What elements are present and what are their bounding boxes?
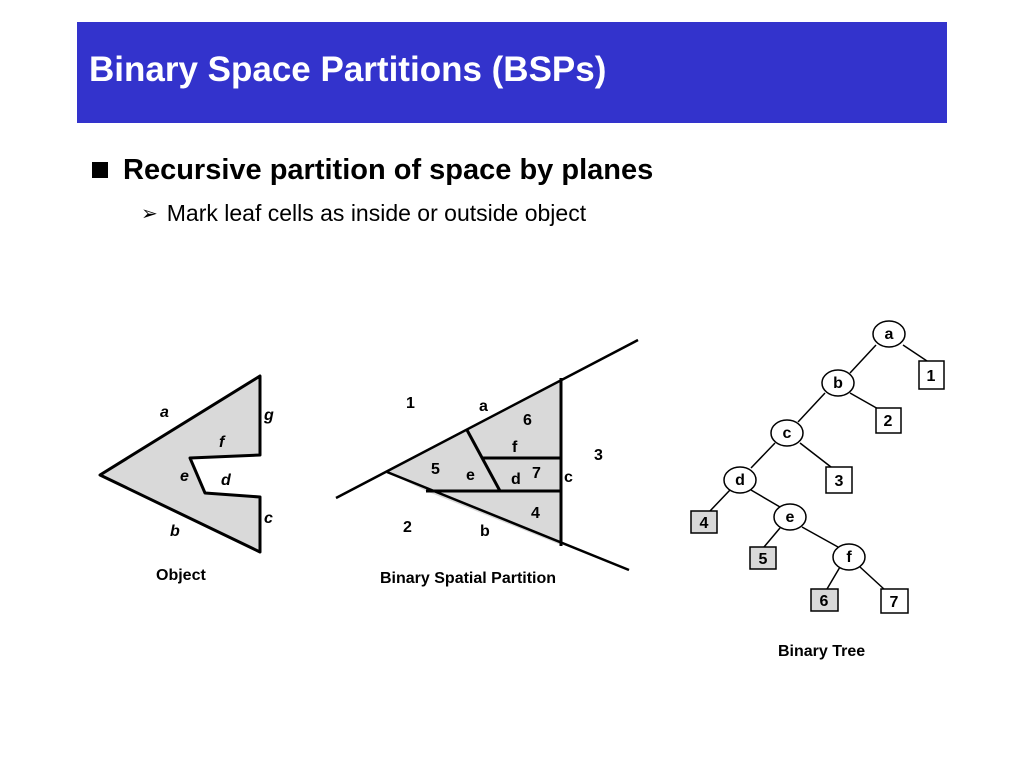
title-bar: Binary Space Partitions (BSPs) [77,22,947,123]
edge-label-b: b [170,523,180,540]
edge-b-c [797,392,826,423]
edge-label-e: e [180,468,189,485]
edge-e-f [801,526,839,548]
tree-leaf-2 [875,407,902,434]
cell-label-4: 4 [531,505,540,522]
tree-node-f [832,543,866,571]
cell-label-1: 1 [406,395,415,412]
bullet-level1: Recursive partition of space by planes [92,150,653,190]
plane-label-f: f [512,439,518,456]
plane-b-line [386,470,630,572]
edge-f-6 [826,566,841,590]
object-figure: a g f e d c b Object [98,374,274,584]
tree-leaf-5-label: 5 [759,551,768,568]
tree-leaf-3 [825,466,853,494]
tree-leaf-7 [880,588,909,614]
edge-label-c: c [264,510,273,527]
edge-c-3 [799,442,832,468]
cell-6 [467,379,561,458]
plane-label-e: e [466,467,475,484]
tree-leaf-5 [749,546,777,570]
cell-label-6: 6 [523,412,532,429]
bullet-level1-text: Recursive partition of space by planes [123,153,654,186]
tree-node-a [872,320,906,348]
cell-7 [483,458,561,491]
edge-label-g: g [263,407,274,424]
edge-a-b [849,344,877,374]
tree-leaf-4-label: 4 [700,515,709,532]
edge-f-7 [859,566,886,591]
cell-5 [387,430,500,491]
edge-label-d: d [221,472,232,489]
cell-label-3: 3 [594,447,603,464]
object-shape [98,374,262,554]
tree-leaf-6 [810,588,839,612]
tree-leaf-7-label: 7 [890,594,899,611]
slide-title: Binary Space Partitions (BSPs) [89,50,607,89]
partition-caption: Binary Spatial Partition [380,570,556,587]
cell-4 [426,491,561,545]
square-bullet-icon [92,162,108,178]
tree-leaf-1-label: 1 [927,368,936,385]
bullet-level2: ➢ Mark leaf cells as inside or outside o… [141,198,586,228]
plane-label-a: a [479,398,488,415]
edge-b-2 [849,392,881,411]
plane-label-c: c [564,469,573,486]
object-caption: Object [156,567,206,584]
cell-label-7: 7 [532,465,541,482]
tree-leaf-2-label: 2 [884,413,893,430]
tree-node-e [773,503,807,531]
tree-leaf-1 [918,360,945,390]
edge-d-e [750,489,781,508]
cell-label-2: 2 [403,519,412,536]
edge-label-f: f [219,434,226,451]
tree-leaf-3-label: 3 [835,473,844,490]
tree-edges [709,344,928,591]
tree-node-b [821,369,855,397]
tree-node-a-label: a [885,326,894,343]
edge-c-d [750,442,776,469]
tree-node-d [723,466,757,494]
arrow-bullet-icon: ➢ [141,202,158,225]
edge-d-4 [709,489,731,512]
edge-e-5 [763,527,781,548]
bullet-level2-text: Mark leaf cells as inside or outside obj… [166,199,587,226]
plane-label-b: b [480,523,490,540]
tree-leaf-6-label: 6 [820,593,829,610]
tree-node-f-label: f [846,549,852,566]
plane-a-line [335,338,639,500]
cell-label-5: 5 [431,461,440,478]
tree-node-d-label: d [735,472,745,489]
edge-label-a: a [160,404,169,421]
edge-a-1 [902,344,928,362]
partition-figure: 1 a 6 f 3 5 e d 7 c 4 2 b Binary Spatial… [335,338,639,587]
tree-node-c [770,419,804,447]
plane-label-d: d [511,471,521,488]
tree-leaf-4 [690,510,718,534]
plane-e-line [465,429,502,492]
tree-caption: Binary Tree [778,643,865,660]
tree-node-c-label: c [783,425,792,442]
tree-figure: a b c d e f 1 2 3 4 5 6 7 Binary Tree [690,320,945,660]
tree-node-e-label: e [786,509,795,526]
tree-node-b-label: b [833,375,843,392]
